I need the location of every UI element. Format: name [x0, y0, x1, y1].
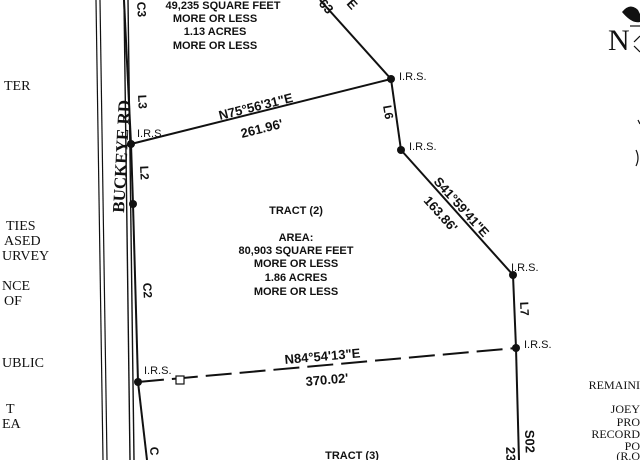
tract2-acres: 1.86 ACRES — [265, 272, 328, 284]
south-bearing: N84°54'13"E — [284, 345, 361, 367]
left-note-fragment: URVEY — [2, 249, 49, 264]
boundary-line-l2 — [130, 143, 134, 205]
tract1-acres: 1.13 ACRES — [184, 26, 247, 38]
segment-label-c-bottom: C — [147, 446, 161, 456]
segment-labels: C3 L3 L2 C2 C L6 L7 — [134, 1, 532, 456]
monument-dot — [509, 271, 517, 279]
south-boundary-line — [137, 347, 517, 383]
west-boundary — [123, 0, 148, 460]
monument-dot — [127, 140, 135, 148]
left-note-fragment: ASED — [4, 234, 41, 249]
road-center-line — [123, 0, 131, 460]
road-right-of-way — [95, 0, 135, 460]
tract2-area-label: AREA: — [279, 232, 314, 244]
segment-label-l2: L2 — [137, 165, 152, 180]
right-note-fragment: PO — [625, 439, 640, 453]
irs-label: I.R.S. — [409, 141, 437, 153]
left-note-fragment: EA — [2, 417, 22, 432]
monument-dot — [512, 344, 520, 352]
boundary-line-c3 — [123, 0, 132, 145]
segment-label-l3: L3 — [135, 94, 150, 109]
irs-label: I.R.S. — [511, 262, 539, 274]
segment-label-c2: C2 — [140, 282, 155, 298]
right-note-fragment: JOEY — [611, 402, 640, 416]
boundary-line-c-bottom — [137, 381, 148, 460]
tract1-sqft: 49,235 SQUARE FEET — [166, 0, 281, 12]
top-boundary-line — [319, 0, 392, 80]
right-note-fragment: REMAINI — [589, 378, 640, 392]
left-note-fragment: TER — [4, 79, 31, 94]
north-arrow-icon: N — [608, 6, 640, 167]
bottom-right-distance: 23 — [503, 447, 518, 460]
right-margin-notes: REMAINI JOEY PRO RECORD PO (R.O — [589, 378, 640, 460]
tract2-boundary — [130, 0, 520, 460]
monument-dot — [134, 378, 142, 386]
monument-dot — [397, 146, 405, 154]
monument-dot — [129, 200, 137, 208]
north-boundary-line — [130, 78, 392, 145]
right-note-fragment: RECORD — [591, 427, 640, 441]
boundary-line-c2 — [132, 203, 139, 383]
monument-dot — [387, 75, 395, 83]
road-edge-line — [95, 0, 104, 460]
bearings: N75°56'31"E 261.96' S41°59'41"E 163.86' … — [217, 0, 538, 460]
east-lower-boundary-line — [515, 347, 520, 460]
left-note-fragment: UBLIC — [2, 356, 44, 371]
monument-square — [175, 375, 185, 385]
tract2-sqft: 80,903 SQUARE FEET — [239, 245, 354, 257]
segment-label-c3: C3 — [134, 1, 149, 17]
bottom-right-bearing: S02 — [522, 430, 538, 454]
tract1-mol: MORE OR LESS — [173, 40, 257, 52]
north-distance: 261.96' — [239, 116, 284, 141]
irs-label: I.R.S. — [137, 128, 165, 140]
left-note-fragment: T — [6, 402, 15, 417]
tract2-mol: MORE OR LESS — [254, 258, 338, 270]
tract2-title: TRACT (2) — [269, 205, 323, 217]
left-note-fragment: NCE — [2, 279, 30, 294]
irs-label: I.R.S. — [144, 365, 172, 377]
iron-rod-monuments — [127, 75, 520, 386]
tract2-area: TRACT (2) AREA: 80,903 SQUARE FEET MORE … — [239, 205, 354, 298]
segment-label-l7: L7 — [517, 301, 532, 316]
irs-label: I.R.S. — [524, 339, 552, 351]
irs-labels: I.R.S. I.R.S. I.R.S. I.R.S. I.R.S. I.R.S… — [137, 71, 552, 377]
tract3-title: TRACT (3) — [325, 450, 379, 460]
right-note-fragment: (R.O — [616, 449, 640, 460]
irs-label: I.R.S. — [399, 71, 427, 83]
north-arrow-letter: N — [608, 24, 630, 57]
right-note-fragment: PRO — [617, 415, 640, 429]
left-margin-notes: TER TIES ASED URVEY NCE OF UBLIC T EA — [2, 79, 49, 432]
top-partial-bearing: E — [344, 0, 361, 13]
tract2-mol: MORE OR LESS — [254, 286, 338, 298]
road-edge-line — [99, 0, 108, 460]
tract1-area: 49,235 SQUARE FEET MORE OR LESS 1.13 ACR… — [166, 0, 281, 52]
tract1-mol: MORE OR LESS — [173, 13, 257, 25]
left-note-fragment: TIES — [6, 219, 36, 234]
l7-boundary-line — [512, 274, 517, 349]
east-boundary-line — [400, 149, 514, 276]
segment-label-l6: L6 — [380, 104, 396, 121]
left-note-fragment: OF — [4, 294, 22, 309]
l6-boundary-line — [390, 78, 402, 151]
south-distance: 370.02' — [305, 370, 349, 389]
north-bearing: N75°56'31"E — [217, 90, 295, 123]
road-center-line — [127, 0, 135, 460]
